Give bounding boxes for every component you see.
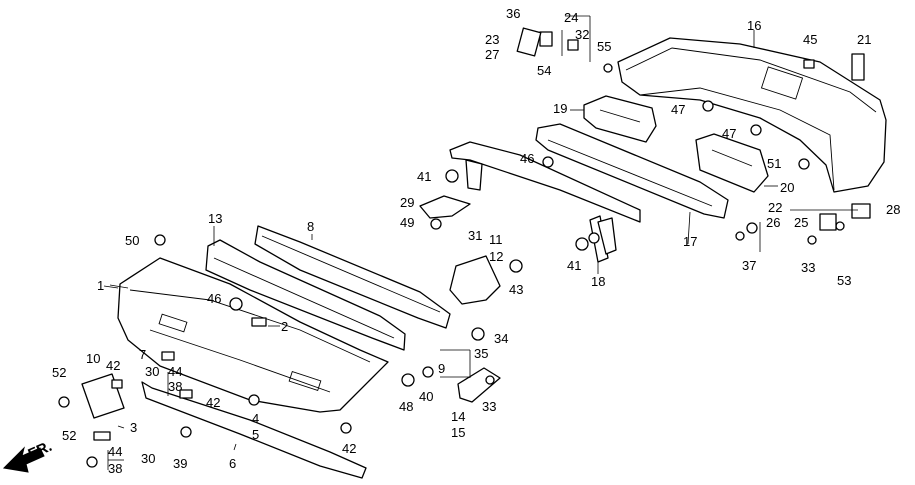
callout-22: 22 <box>768 200 783 215</box>
callout-14: 14 <box>451 409 466 424</box>
callout-54: 54 <box>537 63 552 78</box>
callout-38-upper: 38 <box>168 379 183 394</box>
callout-42-right: 42 <box>342 441 357 456</box>
front-lower-spoiler <box>141 381 367 479</box>
callout-42-center: 42 <box>206 395 221 410</box>
callout-21: 21 <box>857 32 872 47</box>
callout-11: 11 <box>489 232 503 247</box>
callout-49: 49 <box>400 215 415 230</box>
front-bumper-beam <box>205 239 406 351</box>
callout-17: 17 <box>683 234 698 249</box>
callout-34: 34 <box>494 331 509 346</box>
side-bracket <box>449 255 501 305</box>
callout-4: 4 <box>252 411 260 426</box>
callout-23: 23 <box>485 32 500 47</box>
callout-5: 5 <box>252 427 260 442</box>
front-bumper-absorber-strip <box>254 225 451 329</box>
callout-36: 36 <box>506 6 521 21</box>
callout-3: 3 <box>130 420 138 435</box>
leader-lines <box>103 15 858 470</box>
callout-47-upper: 47 <box>671 102 686 117</box>
callout-33-center: 33 <box>482 399 497 414</box>
callout-12: 12 <box>489 249 504 264</box>
rear-bumper-bracket-left <box>583 95 657 143</box>
callout-19: 19 <box>553 101 568 116</box>
callout-24: 24 <box>564 10 579 25</box>
callout-20: 20 <box>780 180 795 195</box>
rear-bumper-face <box>617 37 887 193</box>
callout-47-lower: 47 <box>722 126 737 141</box>
callout-1: 1 <box>97 278 105 293</box>
callout-35: 35 <box>474 346 489 361</box>
callout-27: 27 <box>485 47 500 62</box>
front-direction-arrow <box>2 446 45 473</box>
front-bumper-face <box>117 257 389 413</box>
rear-bumper-beam <box>535 123 729 219</box>
callout-43: 43 <box>509 282 524 297</box>
callout-15: 15 <box>451 425 466 440</box>
callout-9: 9 <box>438 361 446 376</box>
callout-25: 25 <box>794 215 809 230</box>
lower-bracket <box>457 367 501 403</box>
callout-38-lower: 38 <box>108 461 123 476</box>
callout-52-lower: 52 <box>62 428 77 443</box>
callout-41-lower: 41 <box>567 258 582 273</box>
callout-53: 53 <box>837 273 852 288</box>
callout-30-lower: 30 <box>141 451 156 466</box>
callout-42-left: 42 <box>106 358 121 373</box>
callout-52-upper: 52 <box>52 365 67 380</box>
callout-10: 10 <box>86 351 101 366</box>
callout-8: 8 <box>307 219 315 234</box>
callout-2: 2 <box>281 319 289 334</box>
callout-40: 40 <box>419 389 434 404</box>
callout-45: 45 <box>803 32 818 47</box>
callout-50: 50 <box>125 233 140 248</box>
callout-18: 18 <box>591 274 606 289</box>
callout-39: 39 <box>173 456 188 471</box>
callout-48: 48 <box>399 399 414 414</box>
callout-29: 29 <box>400 195 415 210</box>
callout-41-upper: 41 <box>417 169 432 184</box>
callout-28: 28 <box>886 202 901 217</box>
callout-13: 13 <box>208 211 223 226</box>
callout-32: 32 <box>575 27 590 42</box>
callout-51: 51 <box>767 156 782 171</box>
callout-6: 6 <box>229 456 237 471</box>
front-beam-reinforcement <box>449 141 641 223</box>
rear-bumper-bracket-right <box>695 133 769 193</box>
callout-31: 31 <box>468 228 483 243</box>
callout-33-right: 33 <box>801 260 816 275</box>
callout-26: 26 <box>766 215 781 230</box>
callout-30-upper: 30 <box>145 364 160 379</box>
bracket-29 <box>419 195 471 219</box>
callout-16: 16 <box>747 18 762 33</box>
callout-7: 7 <box>139 347 147 362</box>
callout-44-lower: 44 <box>108 444 123 459</box>
callout-46-right: 46 <box>520 151 535 166</box>
callout-46-left: 46 <box>207 291 222 306</box>
callout-37: 37 <box>742 258 757 273</box>
callout-55: 55 <box>597 39 612 54</box>
callout-44-upper: 44 <box>168 364 183 379</box>
fasteners <box>58 27 871 468</box>
